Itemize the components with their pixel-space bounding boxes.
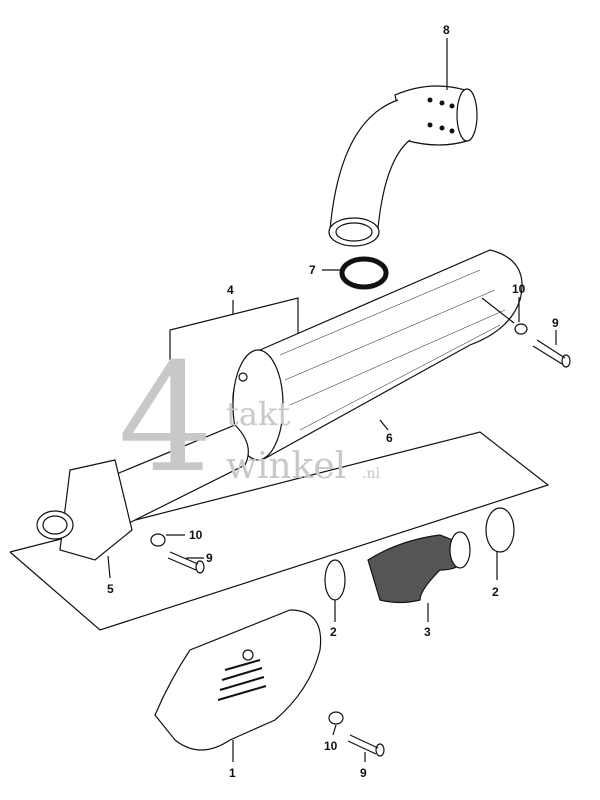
part-6-muffler-cover	[232, 249, 523, 461]
part-1-heat-shield	[154, 609, 322, 762]
part-2-clamp-b	[485, 507, 515, 580]
part-5-inner-pipe	[36, 424, 249, 579]
part-10-washer-b	[150, 533, 185, 547]
part-10-washer-c	[328, 711, 344, 736]
assembly-bracket-4	[169, 297, 299, 360]
watermark-winkel: winkel	[226, 446, 346, 487]
label-part-2-b: 2	[492, 585, 499, 599]
assembly-outline	[9, 431, 550, 631]
label-part-5: 5	[107, 582, 114, 596]
label-part-2-a: 2	[330, 625, 337, 639]
part-3-rubber-hose	[367, 531, 471, 622]
part-8-elbow-pipe	[328, 38, 478, 247]
label-part-7: 7	[309, 263, 316, 277]
part-9-bolt-c	[347, 734, 385, 762]
label-part-10-b: 10	[189, 528, 203, 542]
part-9-bolt-b	[167, 551, 205, 574]
label-part-3: 3	[424, 625, 431, 639]
label-part-8: 8	[443, 23, 450, 37]
watermark: 4 takt winkel .nl	[118, 332, 380, 506]
part-9-bolt-a	[532, 330, 571, 368]
label-part-6: 6	[386, 431, 393, 445]
label-part-1: 1	[229, 766, 236, 780]
part-10-washer-a	[514, 297, 528, 335]
label-part-9-b: 9	[206, 551, 213, 565]
part-2-clamp-a	[324, 559, 346, 622]
part-7-gasket	[322, 256, 389, 290]
label-part-4: 4	[227, 283, 234, 297]
watermark-takt: takt	[226, 395, 290, 433]
part-labels: 8 7 4 10 9 6 10 9 5 2 3 2 1 10 9	[107, 23, 559, 780]
label-part-10-a: 10	[512, 282, 526, 296]
label-part-10-c: 10	[324, 739, 338, 753]
watermark-4: 4	[118, 332, 213, 506]
watermark-nl: .nl	[362, 466, 380, 482]
label-part-9-c: 9	[360, 766, 367, 780]
label-part-9-a: 9	[552, 316, 559, 330]
